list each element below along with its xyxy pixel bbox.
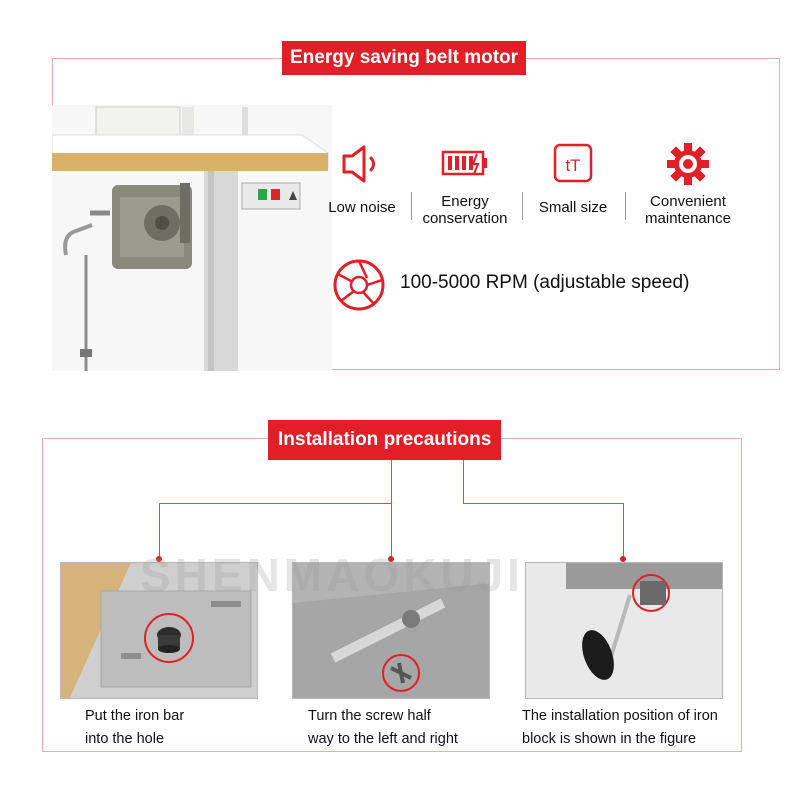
- caption-line: block is shown in the figure: [522, 731, 697, 747]
- section-title-installation: Installation precautions: [268, 420, 502, 460]
- caption-line: Turn the screw half: [308, 708, 431, 724]
- product-photo-table: [52, 105, 332, 371]
- caption-line: The installation position of iron: [522, 708, 718, 724]
- step-caption-1: Put the iron bar into the hole: [85, 705, 184, 751]
- caption-line: into the hole: [85, 731, 165, 747]
- step-photo-screw: [292, 562, 490, 699]
- connector-dot: [620, 556, 626, 562]
- watermark-text: SHENMAOKUJI: [140, 549, 524, 601]
- speaker-icon: [307, 140, 417, 193]
- feature-energy-conservation: Energy conservation: [410, 140, 520, 227]
- font-size-icon-text: tT: [565, 156, 580, 175]
- feature-small-size: tT Small size: [518, 140, 628, 216]
- step-caption-2: Turn the screw half way to the left and …: [308, 705, 458, 751]
- step-caption-3: The installation position of iron block …: [522, 705, 718, 751]
- feature-label: Energy conservation: [422, 193, 508, 227]
- connector-line: [391, 460, 392, 559]
- caption-line: way to the left and right: [308, 731, 458, 747]
- connector-line: [623, 503, 624, 559]
- connector-line: [463, 460, 464, 503]
- battery-icon: [410, 140, 520, 193]
- caption-line: Put the iron bar: [85, 708, 185, 724]
- connector-line: [159, 503, 160, 559]
- gear-icon: [631, 140, 745, 193]
- connector-dot: [388, 556, 394, 562]
- feature-convenient-maintenance: Convenient maintenance: [631, 140, 745, 227]
- font-size-icon: tT: [518, 140, 628, 193]
- step-photo-iron-block: [525, 562, 723, 699]
- rpm-range-text: 100-5000 RPM (adjustable speed): [400, 272, 690, 293]
- connector-dot: [156, 556, 162, 562]
- aperture-icon: [330, 256, 388, 319]
- connector-line: [463, 503, 623, 504]
- feature-low-noise: Low noise: [307, 140, 417, 216]
- feature-label: Convenient maintenance: [645, 193, 731, 227]
- connector-line: [159, 503, 391, 504]
- divider: [411, 192, 412, 220]
- step-photo-iron-bar: [60, 562, 258, 699]
- feature-label: Low noise: [328, 199, 396, 216]
- section-title-motor: Energy saving belt motor: [282, 41, 527, 75]
- divider: [522, 192, 523, 220]
- divider: [625, 192, 626, 220]
- feature-label: Small size: [538, 199, 608, 216]
